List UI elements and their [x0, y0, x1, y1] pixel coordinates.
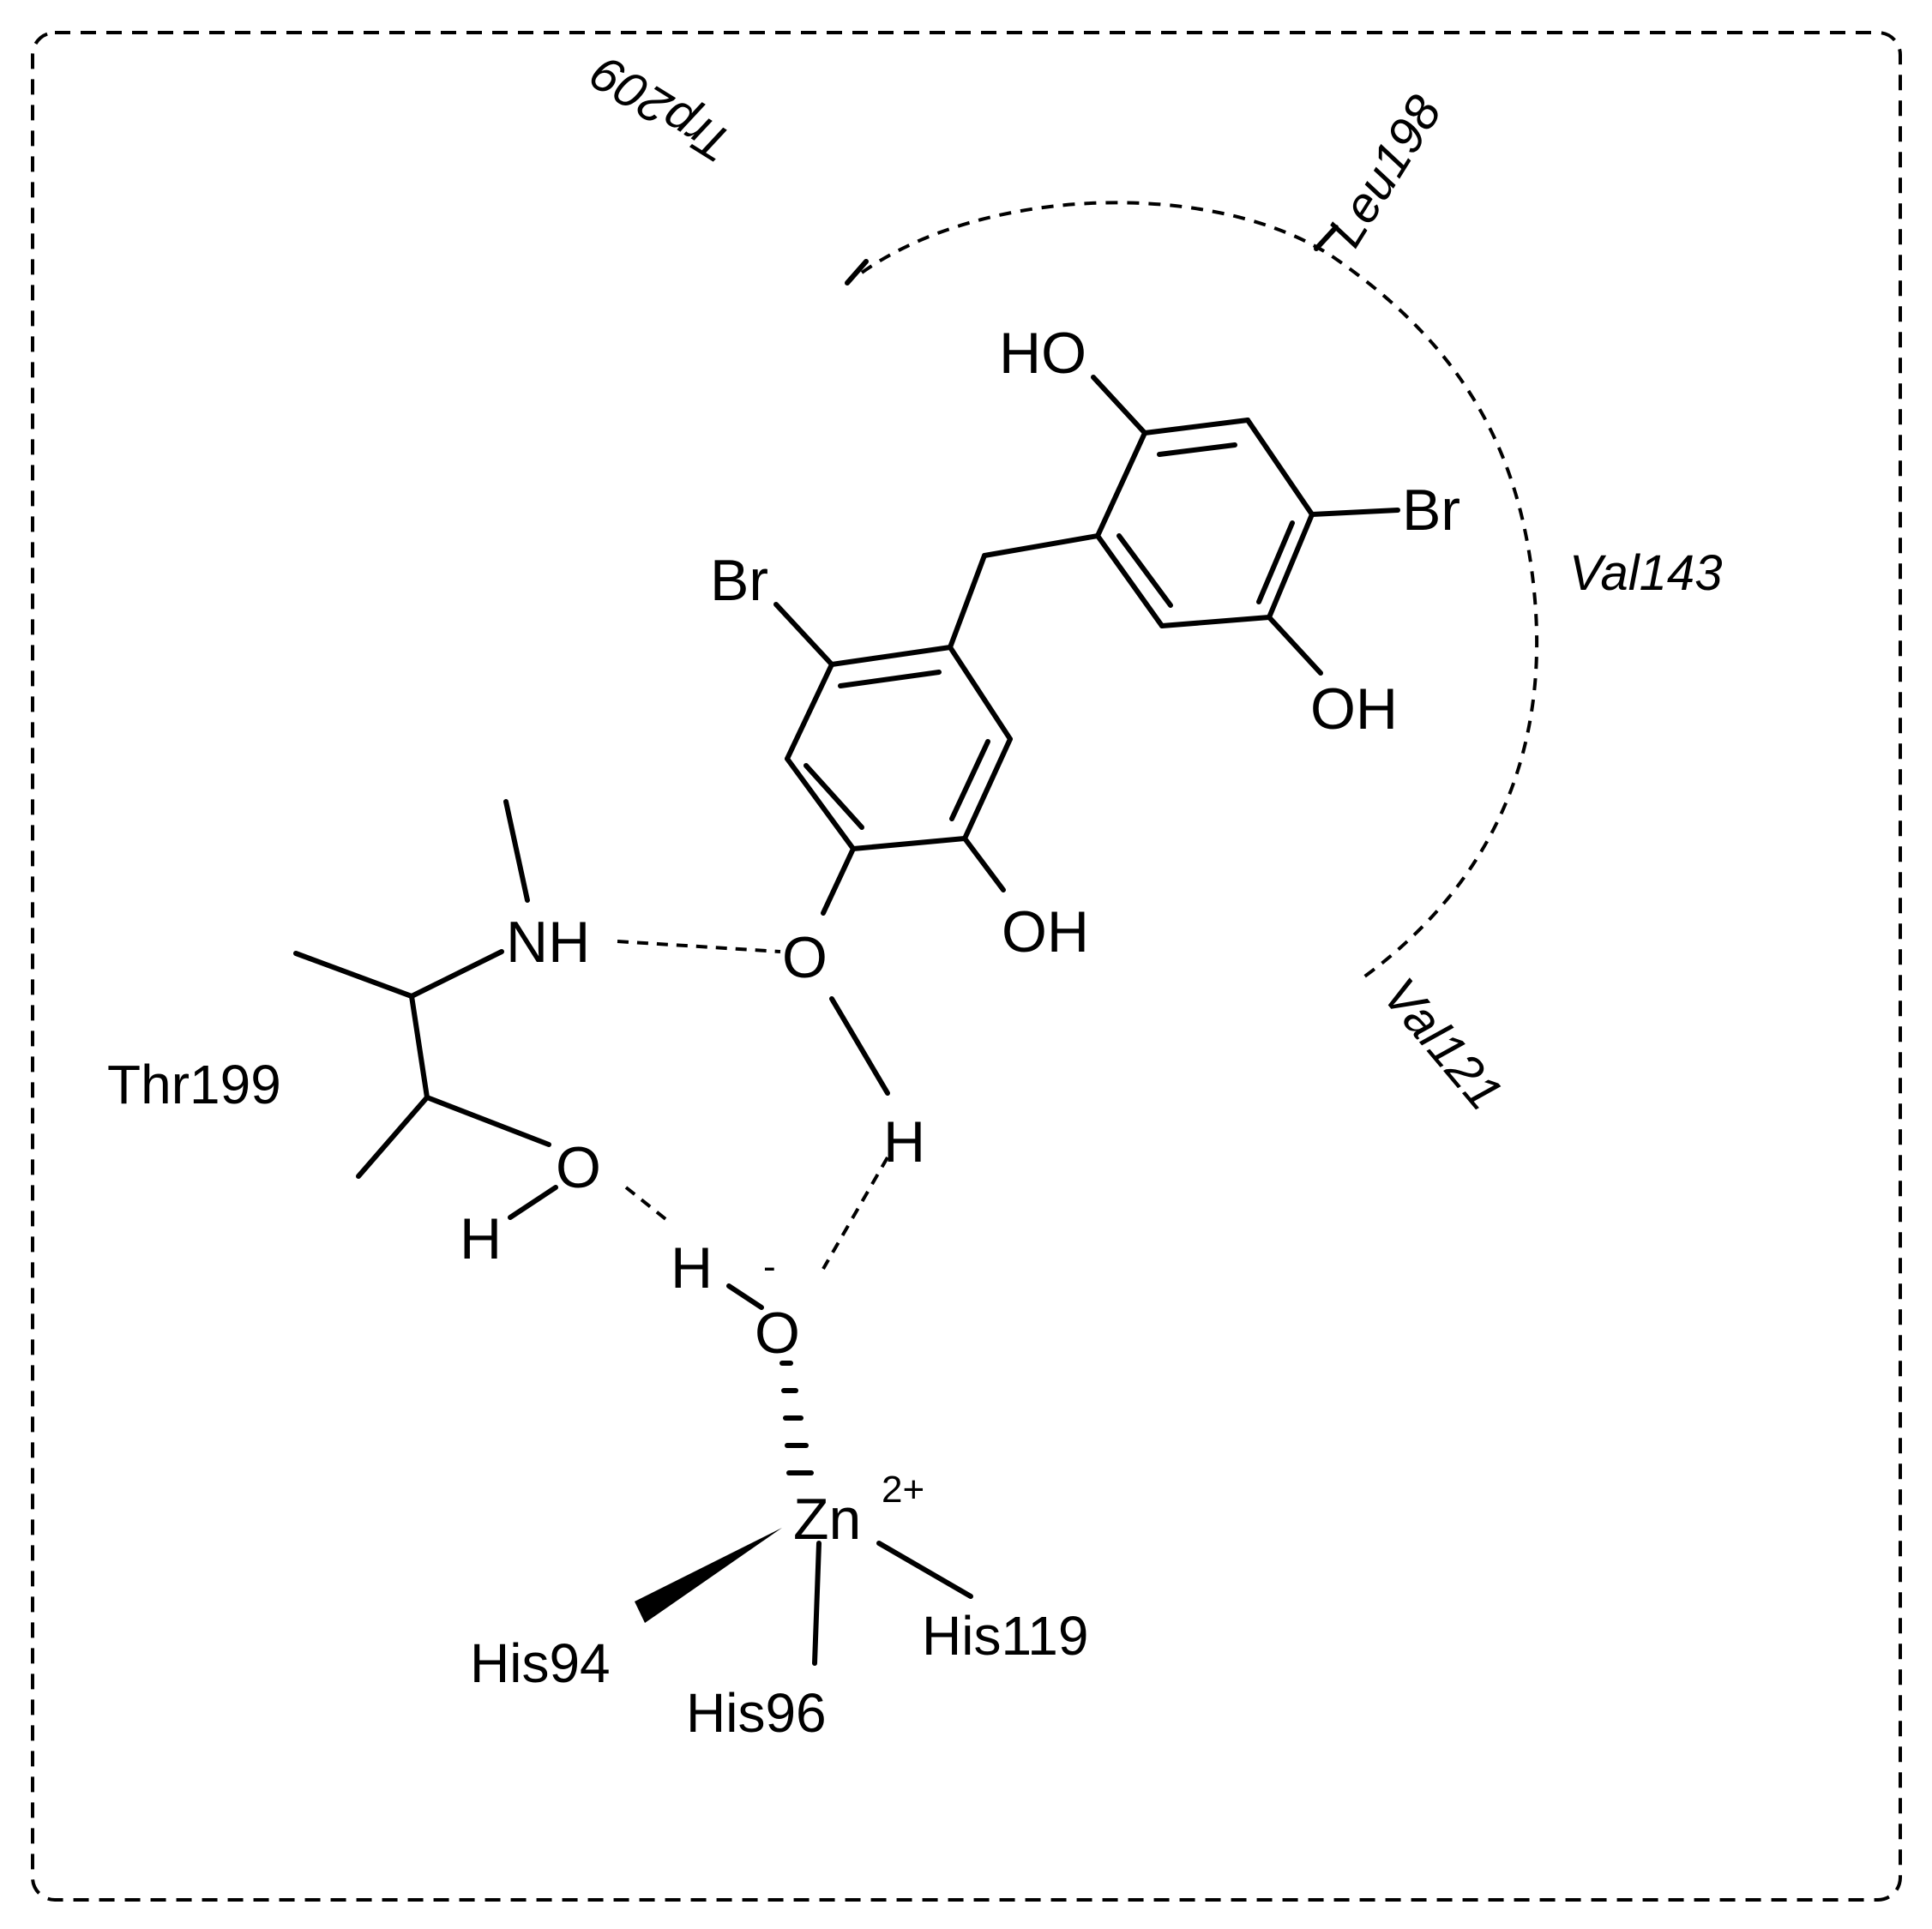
bond-o-h-phenol [829, 996, 890, 1096]
residue-val121: Val121 [1372, 968, 1514, 1121]
bond-br-left [773, 602, 834, 667]
bond-oh-mid [962, 836, 1006, 892]
trp209-tick [845, 259, 869, 285]
bond-ho-top [1091, 375, 1147, 436]
hbond-othr-h [624, 1186, 671, 1223]
bond-h-o-hydroxide [726, 1283, 764, 1310]
atom-br-left: Br [710, 548, 768, 613]
residue-val143: Val143 [1569, 545, 1722, 601]
atom-h-thr: H [460, 1206, 502, 1271]
residue-trp209: Trp209 [581, 45, 742, 173]
atom-h-phenol: H [883, 1109, 925, 1175]
atom-ho-top: HO [999, 321, 1086, 386]
atom-br-right: Br [1402, 478, 1460, 543]
hbond-h-ohydroxide [822, 1157, 889, 1270]
dashed-frame [31, 31, 1902, 1902]
atom-o-phenol: O [782, 925, 828, 990]
bond-his96 [812, 1541, 822, 1666]
atom-h-hydroxide: H [671, 1235, 713, 1301]
atom-o-hydroxide: O [755, 1301, 800, 1366]
ring-a [1095, 418, 1315, 628]
atom-o-thr: O [556, 1135, 601, 1200]
bond-bridge-b [948, 553, 987, 650]
bond-bridge-a [982, 533, 1100, 558]
residue-his94: His94 [470, 1632, 611, 1694]
ring-b [785, 645, 1013, 851]
bond-his119 [876, 1541, 973, 1599]
atom-oh-right: OH [1310, 676, 1398, 742]
hbond-nh-o [617, 940, 781, 953]
atom-oh-mid: OH [1002, 899, 1089, 964]
hashed-bond-o-zn [779, 1361, 814, 1475]
residue-leu198: Leu198 [1317, 86, 1453, 256]
hydrophobic-pocket-arc [860, 201, 1539, 979]
bond-o-phenol [821, 846, 856, 916]
residue-his96: His96 [686, 1682, 827, 1744]
bond-br-right [1309, 508, 1400, 517]
charge-minus: - [763, 1246, 776, 1288]
leu198-tick [1314, 225, 1339, 251]
bond-oh-right [1267, 615, 1323, 676]
residue-thr199: Thr199 [107, 1054, 281, 1115]
atom-zn: Zn [793, 1487, 861, 1552]
atom-nh: NH [506, 910, 590, 975]
residue-his119: His119 [922, 1605, 1088, 1667]
zn-charge: 2+ [882, 1469, 924, 1511]
wedge-bond-his94 [635, 1528, 782, 1623]
thr199-skeleton [293, 799, 558, 1220]
